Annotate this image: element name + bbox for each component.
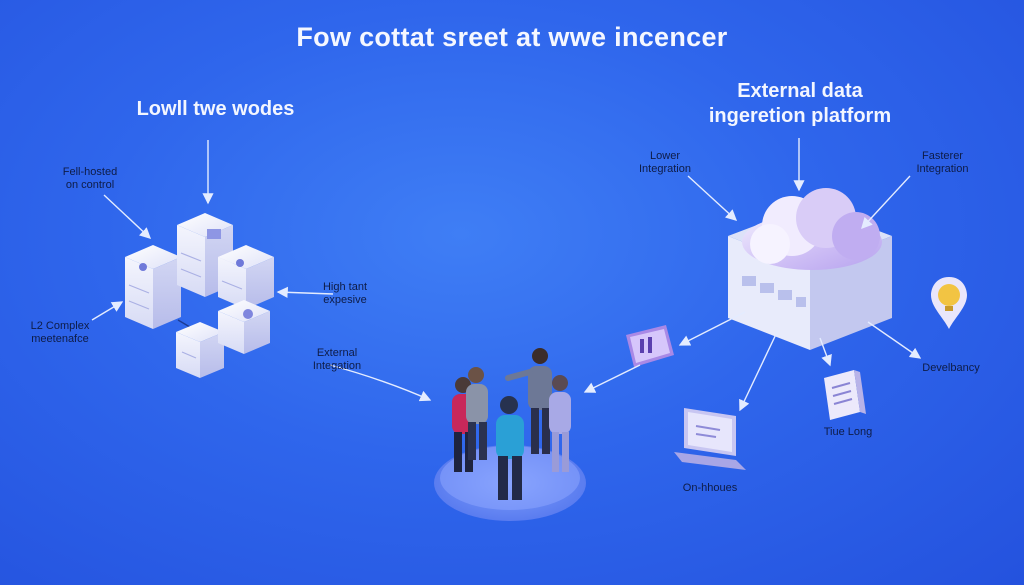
label-complex-maintenance: L2 Complex meetenafce bbox=[10, 320, 110, 346]
label-faster-integration: Fasterer Integration bbox=[895, 150, 990, 176]
left-heading: Lowll twe wodes bbox=[136, 98, 295, 120]
cube-server-3 bbox=[218, 245, 274, 309]
label-high-cost: High tant expesive bbox=[300, 281, 390, 307]
person-blue bbox=[496, 396, 524, 500]
label-external-integration: External Integation bbox=[292, 347, 382, 373]
right-heading: External data ingeretion platform bbox=[690, 79, 910, 129]
label-on-house: On-hhoues bbox=[682, 482, 738, 494]
lightbulb-pin-icon bbox=[931, 277, 967, 329]
label-high-cost-line2: expesive bbox=[323, 294, 367, 307]
label-dependency: Develbancy bbox=[922, 362, 980, 374]
person-lavender bbox=[549, 375, 571, 472]
laptop-icon bbox=[674, 408, 746, 470]
right-heading-line2: ingeretion platform bbox=[708, 105, 892, 127]
person-gray bbox=[466, 367, 488, 460]
label-complex-line1: L2 Complex bbox=[30, 320, 90, 332]
cube-server-5 bbox=[218, 300, 270, 354]
label-high-cost-line1: High tant bbox=[322, 281, 368, 293]
gear-icon bbox=[236, 259, 244, 267]
label-self-hosted-line2: on control bbox=[65, 179, 115, 192]
cloud-platform bbox=[728, 188, 892, 350]
label-self-hosted: Fell-hosted on control bbox=[40, 166, 140, 192]
label-lower-line2: Integration bbox=[639, 163, 691, 176]
label-external-line1: External bbox=[316, 347, 358, 359]
disk-icon bbox=[139, 263, 147, 271]
label-time-long: Tiue Long bbox=[823, 426, 873, 438]
chart-folder-icon bbox=[626, 325, 674, 367]
label-lower-line1: Lower bbox=[650, 150, 680, 162]
cloud-icon bbox=[742, 188, 882, 270]
person-back bbox=[505, 348, 552, 454]
cube-server-4 bbox=[176, 322, 224, 378]
label-external-line2: Integation bbox=[312, 360, 362, 373]
label-complex-line2: meetenafce bbox=[31, 333, 89, 346]
lock-icon bbox=[243, 309, 253, 319]
right-heading-line1: External data bbox=[737, 80, 863, 102]
right-arrows bbox=[583, 138, 922, 412]
cube-server-1 bbox=[125, 245, 181, 329]
checklist-icon bbox=[824, 370, 866, 420]
label-faster-line1: Fasterer bbox=[922, 150, 963, 162]
left-arrows bbox=[91, 140, 432, 402]
label-self-hosted-line1: Fell-hosted bbox=[62, 166, 118, 178]
label-lower-integration: Lower Integration bbox=[620, 150, 710, 176]
label-faster-line2: Integration bbox=[916, 163, 969, 176]
team-illustration bbox=[434, 348, 586, 521]
document-icon bbox=[207, 229, 221, 239]
diagram-title: Fow cottat sreet at wwe incencer bbox=[296, 22, 728, 52]
platform-slots bbox=[742, 276, 806, 307]
server-cube-cluster bbox=[125, 213, 274, 378]
